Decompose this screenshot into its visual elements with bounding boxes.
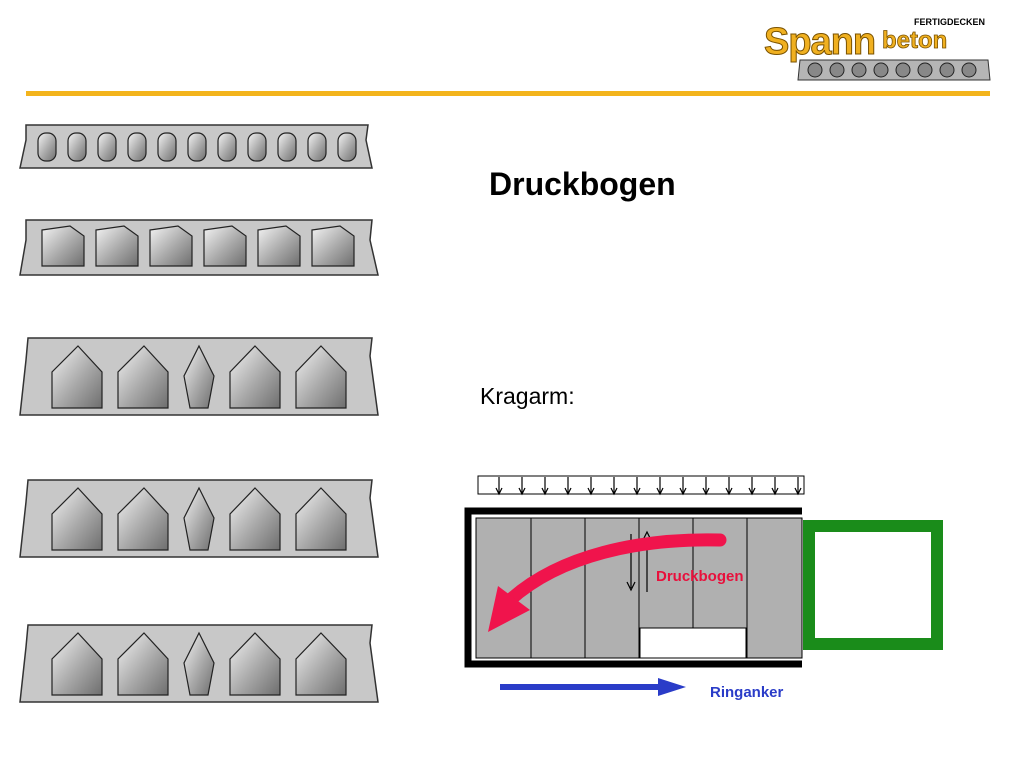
- load-arrow-head: [748, 487, 756, 496]
- load-arrow-head: [679, 487, 687, 496]
- load-arrow-head: [656, 487, 664, 496]
- ring-anchor-label: Ringanker: [710, 684, 784, 701]
- void-row: [37, 132, 357, 162]
- compression-arc: [488, 533, 727, 632]
- slab-section-2: [19, 219, 379, 276]
- slab-cross-sections: [19, 124, 379, 703]
- void-row: [51, 486, 347, 551]
- load-arrow-head: [541, 487, 549, 496]
- load-arrow-head: [794, 487, 802, 496]
- logo-small-text: FERTIGDECKEN: [914, 17, 985, 27]
- void-row: [51, 344, 347, 409]
- opening: [639, 627, 747, 659]
- slab-section-4: [19, 479, 379, 558]
- distributed-load: [477, 475, 805, 496]
- support-wall: [803, 520, 943, 650]
- load-arrow-head: [518, 487, 526, 496]
- load-arrow-head: [610, 487, 618, 496]
- slide-title: Druckbogen: [489, 166, 676, 202]
- slab-section-5: [19, 624, 379, 703]
- cantilever-diagram: Druckbogen Ringanker: [464, 475, 943, 701]
- load-arrow-head: [725, 487, 733, 496]
- logo-brand-spann: Spann: [764, 21, 875, 63]
- ring-anchor-arrow: [500, 678, 686, 696]
- spannbeton-logo: FERTIGDECKEN Spann beton: [764, 17, 991, 81]
- section-label-kragarm: Kragarm:: [480, 383, 575, 409]
- slab-section-3: [19, 337, 379, 416]
- load-arrow-head: [564, 487, 572, 496]
- load-arrow-head: [633, 487, 641, 496]
- void-row: [51, 631, 347, 696]
- compression-arc-label: Druckbogen: [656, 568, 744, 585]
- load-arrow-head: [587, 487, 595, 496]
- load-arrow-head: [702, 487, 710, 496]
- header-accent-rule: [26, 91, 990, 96]
- logo-brand-beton: beton: [882, 27, 947, 54]
- slab-section-1: [19, 124, 373, 169]
- load-arrow-head: [771, 487, 779, 496]
- logo-slab-graphic: [797, 59, 991, 81]
- load-arrow-head: [495, 487, 503, 496]
- edge-beam: [464, 507, 802, 668]
- void-row: [41, 225, 355, 267]
